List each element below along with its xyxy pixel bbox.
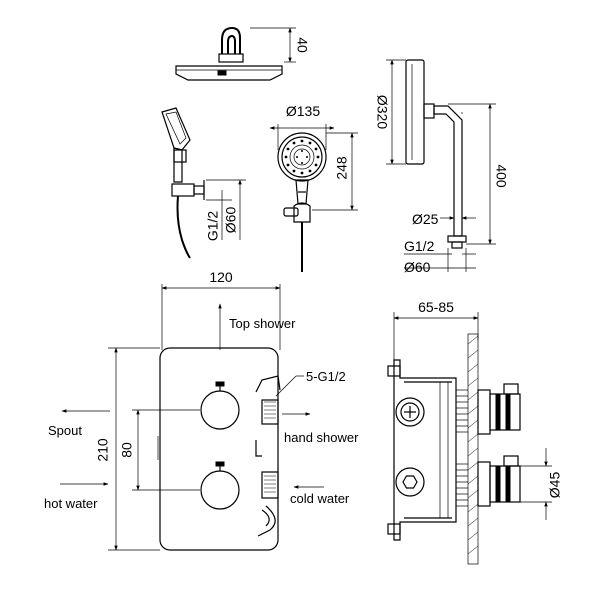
- holder-thread-dim: G1/2: [205, 211, 221, 242]
- head-diameter-dim: Ø320: [374, 95, 390, 129]
- arm-flange-dim: Ø60: [404, 259, 431, 275]
- box-depth-dim: 65-85: [418, 299, 454, 315]
- shower-arm-side-view: Ø320 400 Ø25 G1/2 Ø60: [374, 59, 509, 275]
- handset-length-dim: 248: [334, 156, 350, 180]
- head-height-dim: 40: [294, 37, 310, 53]
- arm-thread-dim: G1/2: [404, 238, 435, 254]
- flow-annotations: Top shower 5-G1/2 hand shower Spout cold…: [44, 303, 359, 511]
- top-shower-label: Top shower: [229, 316, 296, 331]
- rain-head-side-view: 40: [175, 26, 310, 81]
- handshower-front-view: Ø135 248: [269, 103, 358, 272]
- plate-width-dim: 120: [209, 269, 233, 285]
- valve-spacing-dim: 80: [119, 442, 135, 458]
- hot-water-label: hot water: [44, 496, 98, 511]
- valve-front-view: 120 210 80: [95, 269, 281, 551]
- arm-diameter-dim: Ø25: [412, 211, 439, 227]
- concealed-box-side-view: 65-85: [387, 299, 563, 565]
- plate-height-dim: 210: [95, 438, 111, 462]
- nozzle-dots: [284, 139, 320, 175]
- hand-shower-label: hand shower: [284, 430, 359, 445]
- arm-length-dim: 400: [493, 164, 509, 188]
- outlets-label: 5-G1/2: [306, 369, 346, 384]
- handset-diameter-dim: Ø135: [286, 103, 320, 119]
- knob-diameter-dim: Ø45: [547, 472, 563, 499]
- spout-label: Spout: [48, 423, 82, 438]
- handshower-side-view: G1/2 Ø60: [161, 107, 246, 259]
- cold-water-label: cold water: [290, 491, 350, 506]
- holder-flange-dim: Ø60: [223, 207, 239, 234]
